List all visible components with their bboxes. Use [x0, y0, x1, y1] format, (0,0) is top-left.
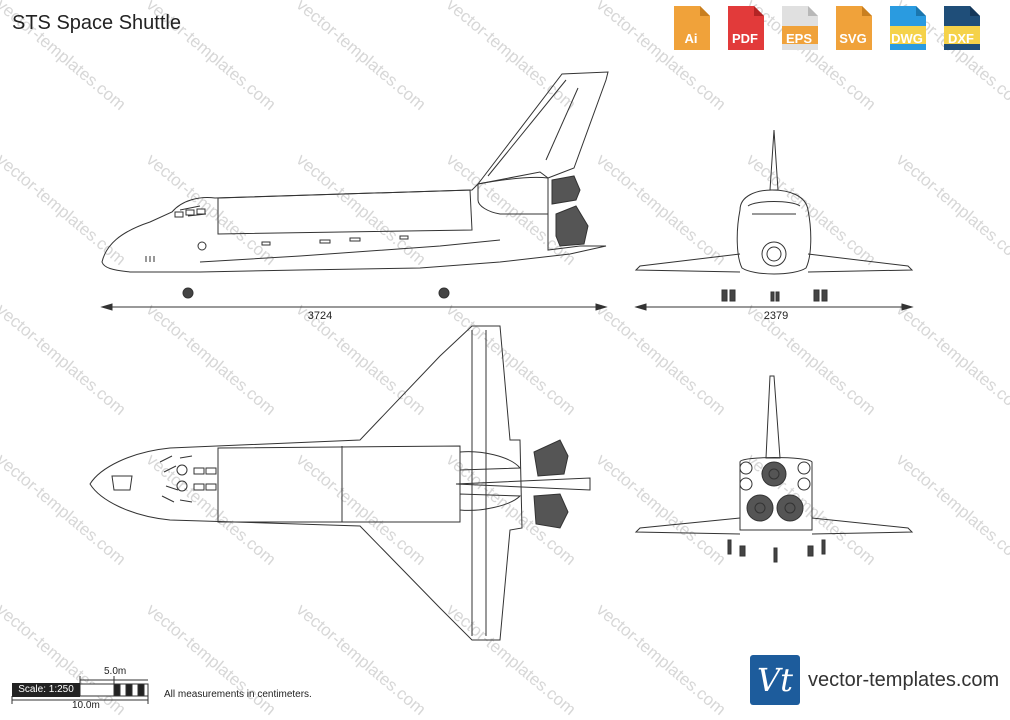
side-fuselage: [101, 171, 607, 273]
side-engines: [551, 175, 589, 247]
rear-view: [634, 375, 914, 563]
side-wing-line: [199, 239, 501, 263]
top-engines: [533, 439, 569, 529]
measurement-note: All measurements in centimeters.: [164, 689, 312, 700]
rear-engines: [739, 461, 811, 522]
side-view: [100, 71, 609, 311]
rear-wings: [634, 517, 914, 535]
format-ai-button[interactable]: Ai: [668, 4, 714, 52]
top-cockpit-windows: [159, 455, 193, 503]
file-dwg-icon: [890, 6, 926, 50]
rear-body: [739, 457, 813, 531]
brand-logo: Vt: [750, 655, 800, 705]
format-svg-button[interactable]: SVG: [830, 4, 876, 52]
front-span-dimension: [634, 303, 914, 311]
format-svg-label: SVG: [839, 31, 867, 46]
front-view: [634, 129, 914, 311]
side-tail-fin: [477, 71, 609, 185]
side-oms-pod: [477, 176, 549, 215]
rear-tail: [765, 375, 781, 459]
file-svg-icon: [836, 6, 872, 50]
brand-link[interactable]: Vt vector-templates.com: [750, 655, 999, 705]
front-fuselage: [736, 189, 812, 275]
format-eps-label: EPS: [785, 31, 812, 46]
format-dwg-label: DWG: [891, 31, 923, 46]
format-dwg-button[interactable]: DWG: [884, 4, 930, 52]
format-eps-button[interactable]: EPS: [776, 4, 822, 52]
top-payload-bay: [217, 445, 461, 523]
format-pdf-button[interactable]: PDF: [722, 4, 768, 52]
scale-label: Scale: 1:250: [12, 683, 80, 697]
format-dxf-label: DXF: [948, 31, 974, 46]
length-dimension-label: 3724: [307, 310, 333, 322]
scale-bar: [11, 676, 149, 704]
brand-name: vector-templates.com: [808, 668, 1000, 691]
format-dxf-button[interactable]: DXF: [938, 4, 984, 52]
span-dimension-label: 2379: [763, 310, 789, 322]
format-icons: Ai PDF EPS SVG DWG DXF: [668, 4, 984, 52]
file-pdf-icon: [728, 6, 764, 50]
file-dxf-icon: [944, 6, 980, 50]
file-ai-icon: [674, 6, 710, 50]
scale-large-label: 10.0m: [72, 700, 100, 711]
format-ai-label: Ai: [684, 31, 698, 46]
front-tail: [769, 129, 779, 191]
front-wings: [634, 253, 914, 273]
side-length-dimension: [100, 303, 608, 311]
page-title: STS Space Shuttle: [12, 12, 181, 34]
side-landing-gear: [182, 287, 450, 299]
front-landing-gear: [721, 289, 828, 302]
side-payload-bay: [217, 189, 473, 235]
file-eps-icon: [782, 6, 818, 50]
format-pdf-label: PDF: [732, 31, 758, 46]
top-oms-pods: [459, 451, 522, 511]
top-view: [89, 325, 591, 641]
scale-small-label: 5.0m: [104, 666, 127, 677]
top-fuselage-wing: [89, 325, 523, 641]
rear-landing-gear: [727, 539, 826, 563]
